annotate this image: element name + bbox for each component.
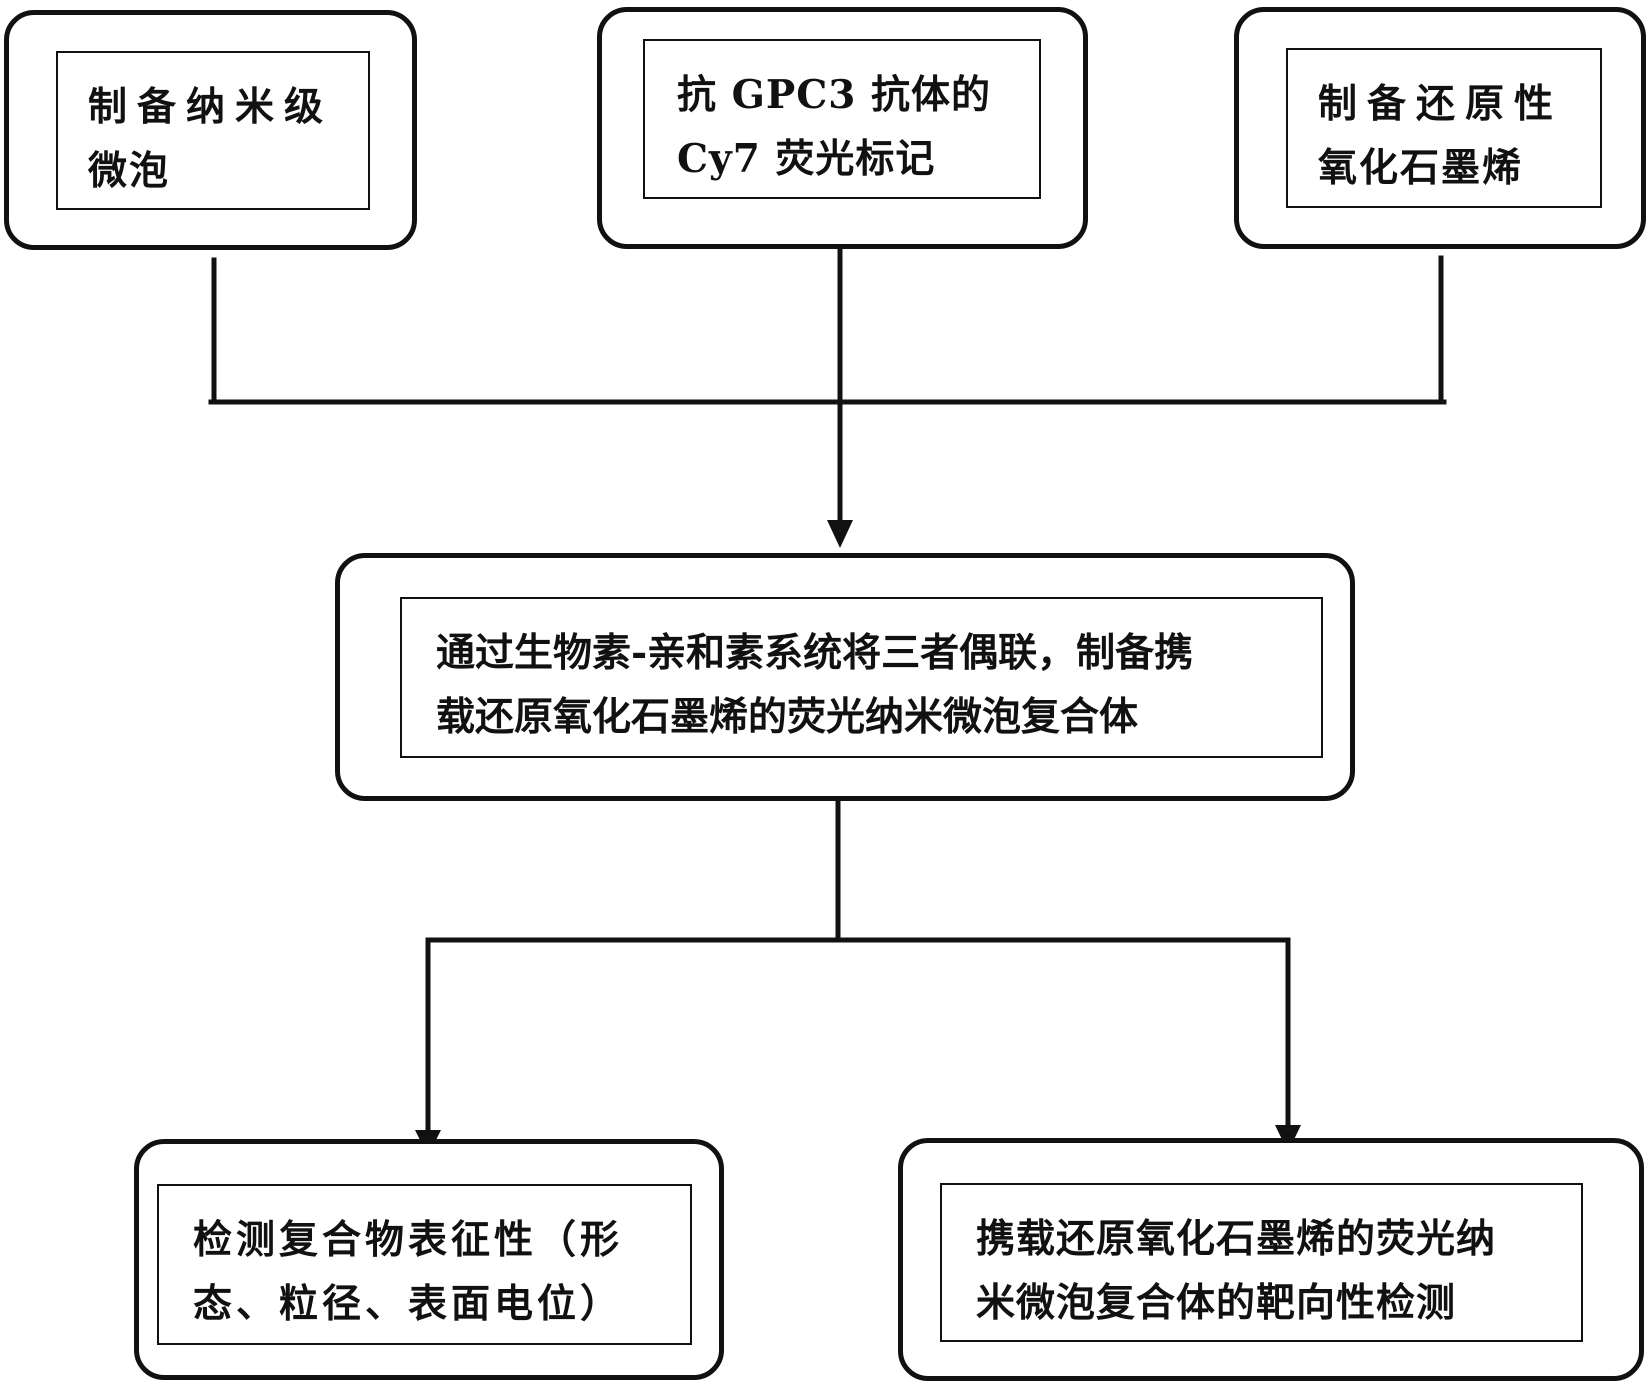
step-coupling-line1: 通过生物素-亲和素系统将三者偶联，制备携 [436, 630, 1194, 676]
step-microbubble-label: 制备纳米级 微泡 [56, 51, 370, 210]
step-antibody-label: 抗 GPC3 抗体的 Cy7 荧光标记 [643, 39, 1041, 199]
step-coupling-label: 通过生物素-亲和素系统将三者偶联，制备携 载还原氧化石墨烯的荧光纳米微泡复合体 [400, 597, 1323, 758]
arrow-head-down [827, 520, 853, 548]
step-antibody-line2: Cy7 荧光标记 [677, 136, 936, 182]
step-graphene-line2: 氧化石墨烯 [1318, 145, 1524, 191]
step-microbubble-line1: 制备纳米级 [88, 84, 334, 130]
step-targeting-label: 携载还原氧化石墨烯的荧光纳 米微泡复合体的靶向性检测 [940, 1183, 1583, 1342]
step-targeting-line2: 米微泡复合体的靶向性检测 [976, 1280, 1457, 1326]
step-graphene-line1: 制备还原性 [1318, 81, 1564, 127]
step-characterization-label: 检测复合物表征性（形 态、粒径、表面电位） [157, 1184, 692, 1345]
step-characterization-line2: 态、粒径、表面电位） [193, 1281, 624, 1327]
step-coupling-line2: 载还原氧化石墨烯的荧光纳米微泡复合体 [436, 694, 1139, 740]
step-characterization-line1: 检测复合物表征性（形 [193, 1217, 624, 1263]
step-antibody-line1: 抗 GPC3 抗体的 [677, 72, 991, 118]
step-microbubble-line2: 微泡 [88, 148, 171, 194]
step-graphene-label: 制备还原性 氧化石墨烯 [1286, 48, 1602, 208]
step-targeting-line1: 携载还原氧化石墨烯的荧光纳 [976, 1216, 1497, 1262]
